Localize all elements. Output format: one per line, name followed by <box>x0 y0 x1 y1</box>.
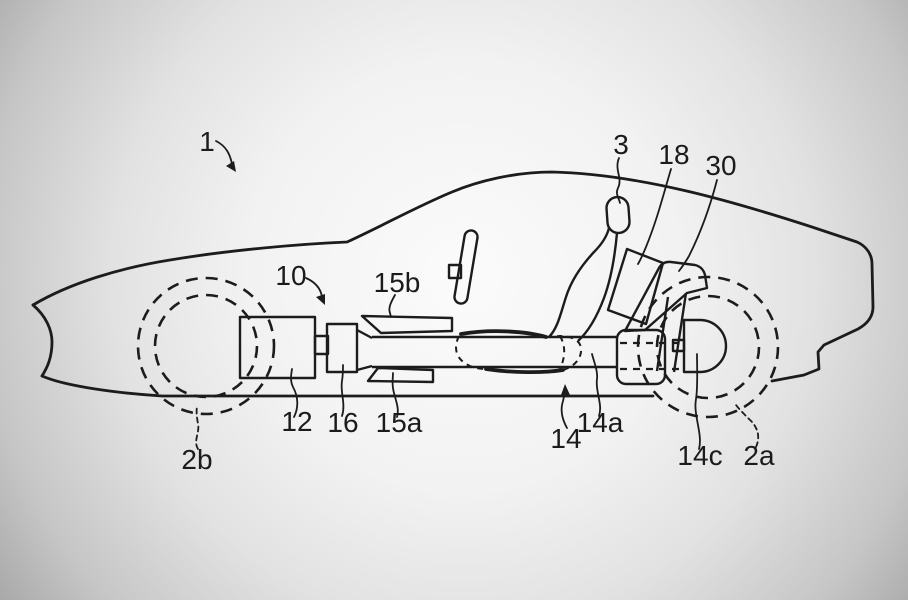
label-12: 12 <box>281 406 312 437</box>
leader-30 <box>678 179 718 272</box>
leader-2a <box>735 404 760 448</box>
label-16: 16 <box>327 407 358 438</box>
leader-10 <box>305 277 323 298</box>
rear-tire-circle <box>636 275 780 419</box>
seat-cushion-bottom-edge <box>484 367 565 375</box>
seat-cushion-top-edge <box>459 329 548 339</box>
label-2b: 2b <box>181 444 212 475</box>
leader-15a <box>391 372 399 418</box>
seat-back-front-line <box>548 227 611 338</box>
rear-rim-circle <box>655 294 761 400</box>
backbone-frame-14a <box>372 335 617 369</box>
label-15a: 15a <box>376 407 423 438</box>
leader-18 <box>637 168 672 265</box>
label-14a: 14a <box>577 407 624 438</box>
rear-coupling-14c <box>682 318 728 374</box>
label-10: 10 <box>275 260 306 291</box>
leader-15b <box>388 294 396 318</box>
leader-12 <box>290 368 299 418</box>
seat <box>455 195 631 375</box>
leader-16 <box>340 364 345 417</box>
label-14c: 14c <box>677 440 722 471</box>
steering-column-stub <box>447 263 463 280</box>
body-front-face <box>31 303 54 378</box>
body-underside-line <box>40 374 655 398</box>
headrest <box>605 195 631 235</box>
rear-gear-unit <box>615 328 667 386</box>
leader-3 <box>616 157 621 204</box>
reference-numerals: 1 3 18 30 10 15b 12 16 15a 14 14a 14c 2a… <box>181 126 775 475</box>
component-18-box <box>606 247 665 326</box>
front-tire-circle <box>136 276 276 416</box>
car-body-outline <box>31 170 875 398</box>
arrowhead-14 <box>561 384 570 395</box>
leader-14a <box>591 353 601 417</box>
label-15b: 15b <box>374 267 421 298</box>
leader-14c <box>694 353 701 450</box>
leader-lines <box>195 140 760 450</box>
leader-2b <box>195 406 200 450</box>
label-30: 30 <box>705 150 736 181</box>
label-1: 1 <box>199 126 215 157</box>
bracket-15b <box>360 314 454 335</box>
front-rim-circle <box>153 293 259 399</box>
seat-back-rear-line <box>577 232 619 342</box>
label-18: 18 <box>658 139 689 170</box>
arrowhead-1 <box>226 161 236 172</box>
label-2a: 2a <box>743 440 775 471</box>
arrowhead-10 <box>316 294 325 305</box>
steering-wheel-rim <box>453 229 479 305</box>
leader-1 <box>215 140 233 165</box>
front-wheel <box>136 276 276 416</box>
rear-wheel <box>636 275 780 419</box>
bracket-30-hook <box>623 260 709 333</box>
taper-neck <box>356 328 373 372</box>
seat-cushion-hidden-outline <box>455 335 583 371</box>
label-14: 14 <box>550 423 581 454</box>
label-3: 3 <box>613 129 629 160</box>
body-upper-profile <box>31 170 875 383</box>
bracket-15a <box>366 366 435 384</box>
coupling-16 <box>325 322 359 374</box>
steering-wheel <box>447 229 479 305</box>
